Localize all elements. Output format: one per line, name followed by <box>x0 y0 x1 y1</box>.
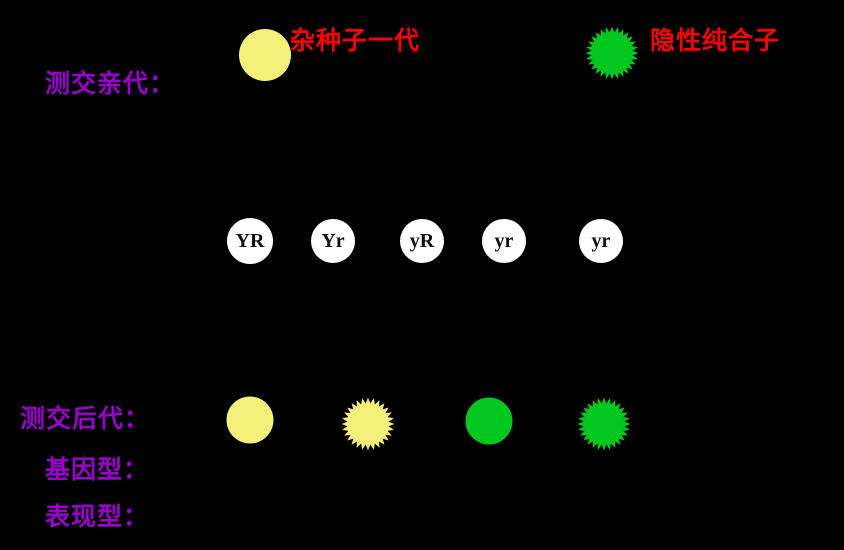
offspring-yellow-round <box>226 396 274 444</box>
offspring-green-wrinkled <box>577 397 631 451</box>
gamete-label: Yr <box>321 230 345 252</box>
gamete-label: yr <box>494 230 514 252</box>
gamete-label: yr <box>591 230 611 252</box>
f1-hybrid-seed <box>239 29 292 82</box>
gamete-yr-2: yr <box>579 219 623 263</box>
row-label-offspring: 测交后代： <box>20 404 151 433</box>
row-label-parents: 测交亲代： <box>45 69 176 98</box>
row-label-phenotype: 表现型： <box>45 502 150 531</box>
parent-annotation-1: 杂种子一代 <box>290 26 421 55</box>
recessive-homozygote-seed <box>585 26 639 80</box>
offspring-green-round <box>465 397 513 445</box>
gamete-Yr: Yr <box>311 219 355 263</box>
offspring-yellow-wrinkled <box>341 397 395 451</box>
gamete-label: yR <box>409 230 435 252</box>
parent-annotation-2: 隐性纯合子 <box>650 26 781 55</box>
gamete-yR: yR <box>400 219 444 263</box>
row-label-genotype: 基因型： <box>45 455 150 484</box>
gamete-YR: YR <box>227 218 273 264</box>
gamete-label: YR <box>235 230 265 252</box>
gamete-yr-1: yr <box>482 219 526 263</box>
